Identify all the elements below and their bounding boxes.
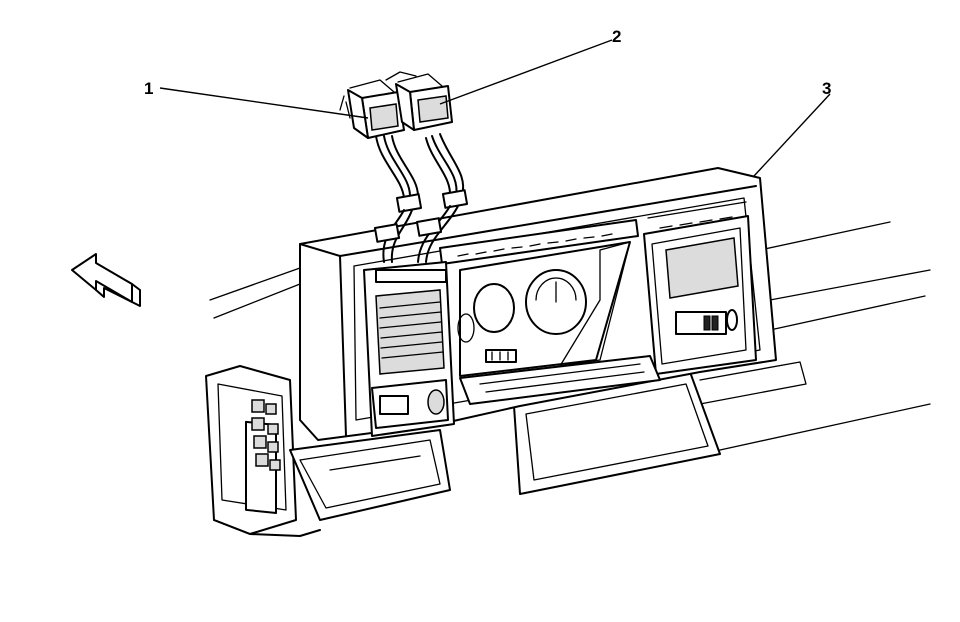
top-right-vent bbox=[659, 216, 733, 229]
electrical-connector-2 bbox=[385, 71, 453, 131]
indicator-block bbox=[485, 349, 517, 363]
wiring-harness bbox=[373, 133, 469, 263]
callout-2-leader bbox=[439, 39, 613, 105]
callout-3-leader bbox=[753, 93, 831, 177]
cluster-lower-trim bbox=[459, 355, 661, 405]
right-radio-opening bbox=[643, 201, 757, 375]
lower-left-bolster bbox=[289, 429, 451, 521]
electrical-connector-1 bbox=[339, 79, 405, 139]
callout-leaders bbox=[159, 39, 831, 177]
hvac-controls bbox=[703, 309, 738, 331]
callout-label-3: 3 bbox=[822, 79, 831, 98]
dash-outline-lines bbox=[209, 221, 931, 451]
callout-label-2: 2 bbox=[612, 27, 621, 46]
tachometer-gauge bbox=[473, 283, 515, 333]
switch-bank bbox=[251, 399, 281, 471]
instrument-cluster bbox=[457, 241, 631, 377]
left-vent-housing bbox=[363, 261, 455, 437]
front-direction-arrow-icon bbox=[71, 253, 141, 307]
vent-slots bbox=[457, 233, 613, 257]
left-vent-louvers bbox=[379, 301, 444, 359]
lower-storage-opening bbox=[513, 371, 721, 495]
callout-label-1: 1 bbox=[144, 79, 153, 98]
left-switch-panel bbox=[205, 365, 321, 537]
callout-1-leader bbox=[159, 87, 369, 119]
